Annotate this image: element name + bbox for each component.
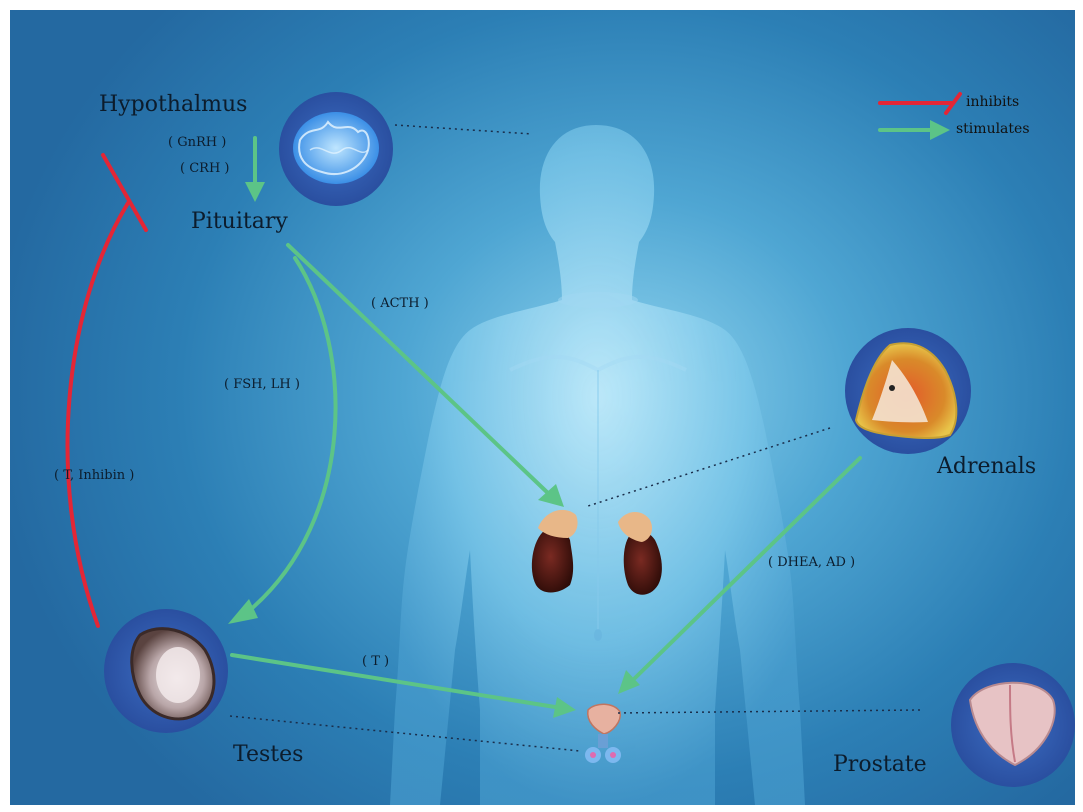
inhibit-bar	[103, 155, 146, 230]
label-gnrh: ( GnRH )	[168, 135, 226, 150]
brain-circle	[279, 92, 393, 206]
label-dhea-ad: ( DHEA, AD )	[768, 555, 855, 570]
legend-inhibits-label: inhibits	[966, 94, 1019, 110]
label-fsh-lh: ( FSH, LH )	[224, 377, 300, 392]
label-t: ( T )	[362, 654, 389, 669]
label-acth: ( ACTH )	[371, 296, 429, 311]
legend-symbols	[880, 94, 960, 140]
arrow-fsh-lh	[250, 258, 336, 610]
human-body-figure	[390, 125, 805, 805]
arrowhead-fsh-lh	[228, 599, 258, 624]
label-hypothalamus: Hypothalmus	[99, 92, 247, 117]
label-crh: ( CRH )	[180, 161, 229, 176]
testis-circle	[104, 609, 228, 733]
label-prostate: Prostate	[833, 752, 927, 777]
label-adrenals: Adrenals	[937, 454, 1036, 479]
diagram-svg	[10, 10, 1075, 805]
inhibit-curve	[68, 203, 128, 626]
legend-stimulates-label: stimulates	[956, 121, 1030, 137]
prostate-circle	[951, 663, 1075, 787]
label-pituitary: Pituitary	[191, 209, 288, 234]
label-testes: Testes	[233, 742, 303, 767]
label-t-inhibin: ( T, Inhibin )	[54, 468, 134, 483]
inhibit-arrow	[68, 155, 146, 626]
diagram-canvas: Hypothalmus ( GnRH ) ( CRH ) Pituitary (…	[10, 10, 1075, 805]
adrenal-circle	[845, 328, 971, 454]
connector-brain	[395, 125, 532, 134]
arrowhead-gnrh-crh	[245, 182, 265, 202]
legend-stimulate-head	[930, 120, 950, 140]
